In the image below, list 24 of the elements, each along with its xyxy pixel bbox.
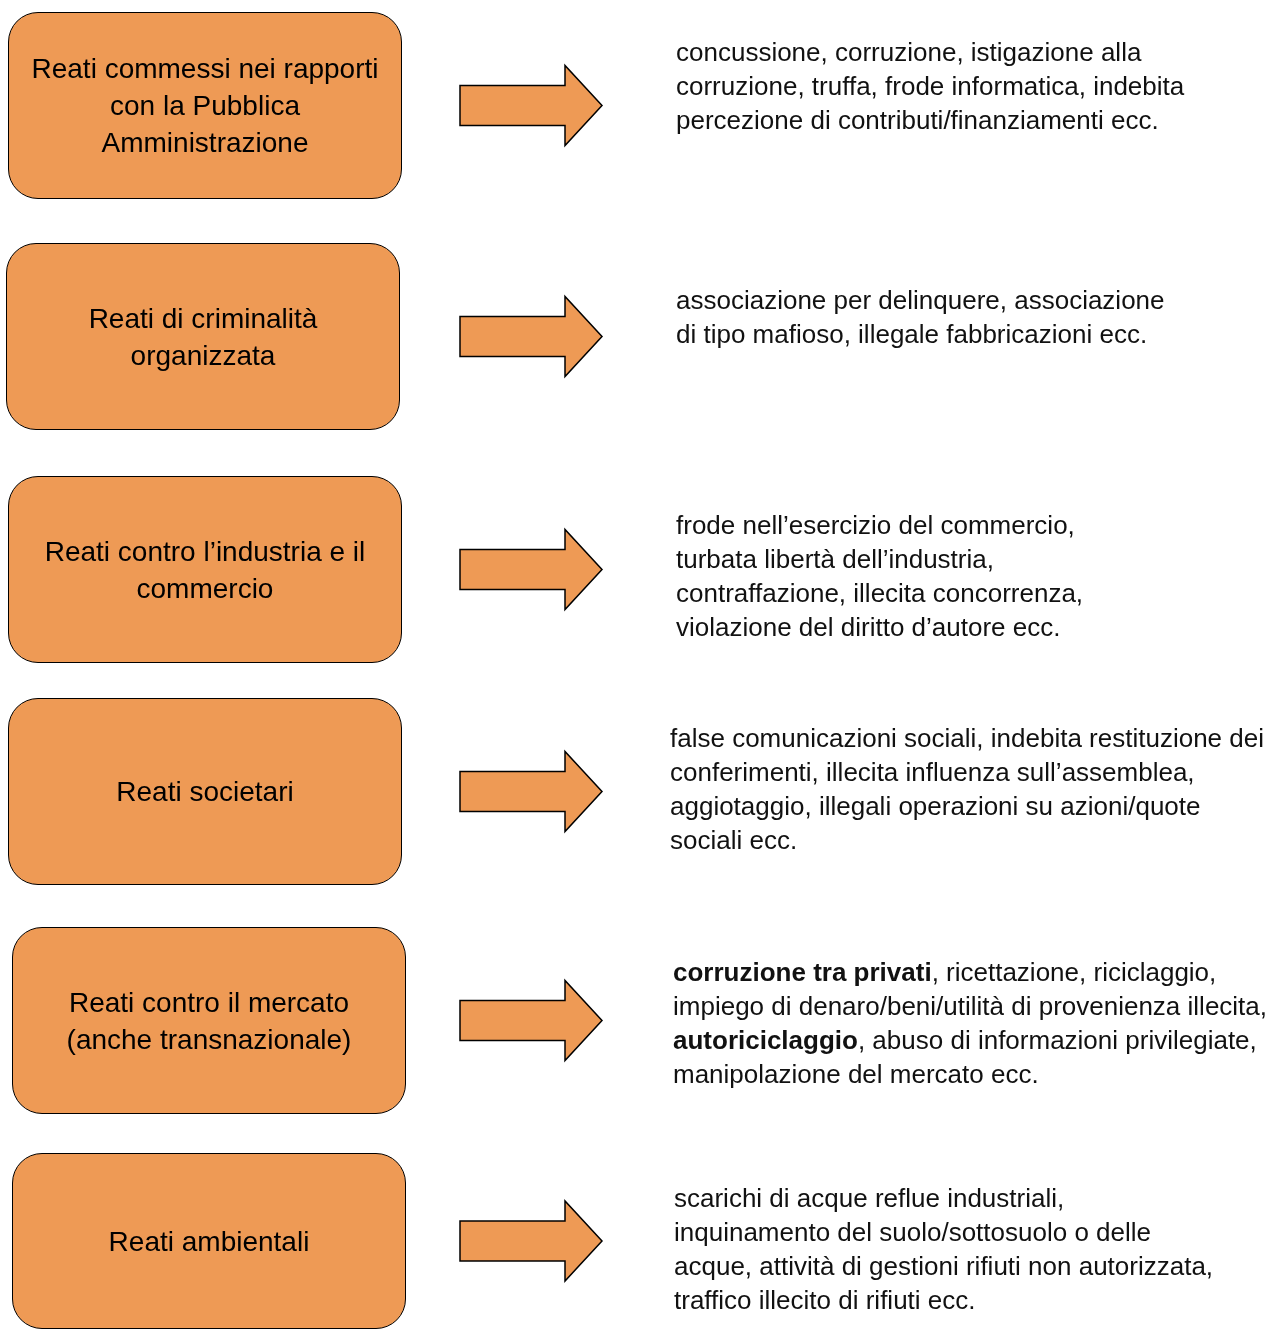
block-arrow [459,527,604,612]
block-arrow [459,63,604,148]
category-label: Reati contro il mercato (anche transnazionale) [65,985,353,1057]
category-box [8,476,402,663]
category-box [12,927,406,1114]
description-text: concussione, corruzione, istigazione alla corruzione, truffa, frode informatica, indebita percezione di contributi/finanziamenti ecc. [676,35,1196,137]
category-box [8,12,402,199]
category-label: Reati di criminalità organizzata [87,301,319,373]
category-label: Reati commessi nei rapporti con la Pubblica Amministrazione [30,52,380,160]
description-text: associazione per delinquere, associazione di tipo mafioso, illegale fabbricazioni ecc. [676,283,1166,351]
block-arrow [459,978,604,1063]
block-arrow [459,1199,604,1283]
description-text: false comunicazioni sociali, indebita restituzione dei conferimenti, illecita influenza sull’assemblea, aggiotaggio, illegali operazioni su azioni/quote sociali ecc. [670,721,1264,857]
block-arrow [459,294,604,379]
description-text: scarichi di acque reflue industriali, inquinamento del suolo/sottosuolo o delle acque, attività di gestioni rifiuti non autorizzata, traffico illecito di rifiuti ecc. [674,1181,1222,1317]
category-box [8,698,402,885]
category-label: Reati societari [116,775,294,809]
category-box [6,243,400,430]
block-arrow [459,749,604,834]
category-label: Reati contro l’industria e il commercio [43,534,367,606]
description-text: corruzione tra privati, ricettazione, riciclaggio, impiego di denaro/beni/utilità di provenienza illecita, autoriciclaggio, abuso di informazioni privilegiate, manipolazione del mercato ecc. [673,955,1269,1091]
category-box [12,1153,406,1329]
category-label: Reati ambientali [108,1224,310,1259]
description-text: frode nell’esercizio del commercio, turbata libertà dell’industria, contraffazione, illecita concorrenza, violazione del diritto d’autore ecc. [676,508,1146,644]
